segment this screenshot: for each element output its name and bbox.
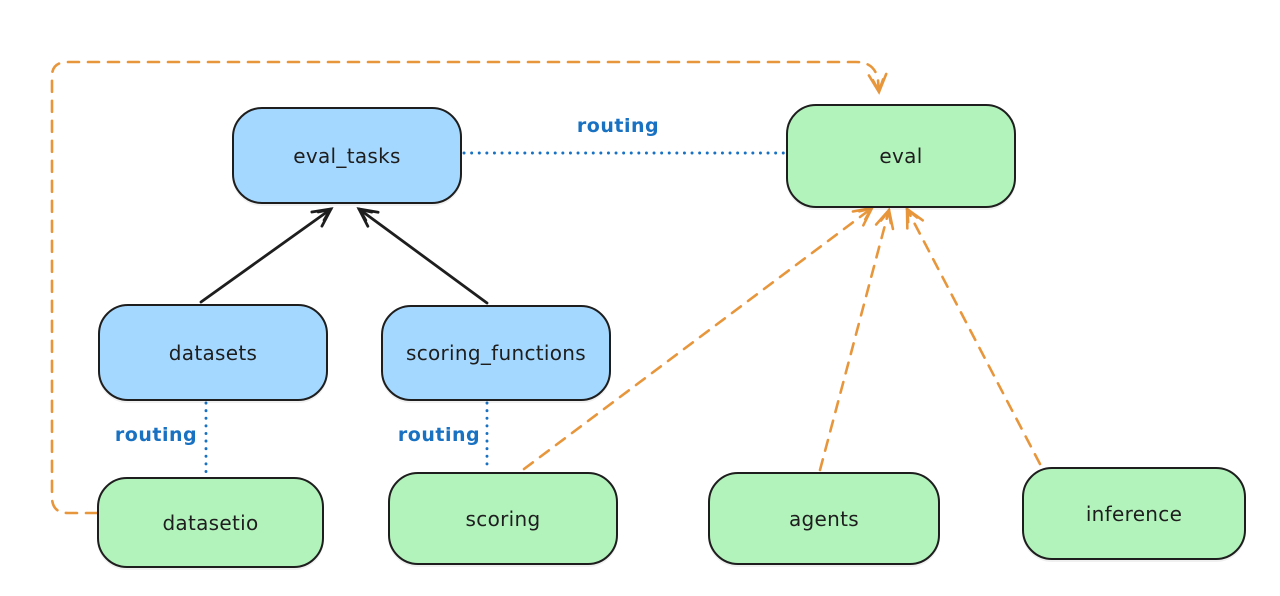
node-agents-label: agents: [789, 506, 859, 531]
node-eval-tasks: eval_tasks: [232, 107, 462, 204]
node-scoring: scoring: [388, 472, 618, 565]
node-inference-label: inference: [1085, 501, 1183, 526]
node-datasetio: datasetio: [97, 477, 324, 568]
node-eval: eval: [786, 104, 1016, 208]
node-inference: inference: [1022, 467, 1246, 560]
routing-label-scoring-functions-scoring: routing: [397, 424, 481, 446]
edge-agents-to-eval: [818, 207, 895, 472]
node-eval-tasks-label: eval_tasks: [293, 143, 401, 168]
node-scoring-label: scoring: [465, 506, 541, 531]
node-scoring-functions: scoring_functions: [381, 305, 611, 401]
edge-scoring-to-eval: [522, 206, 875, 471]
node-datasetio-label: datasetio: [162, 510, 259, 535]
edge-scoring-functions-to-eval-tasks: [356, 207, 489, 305]
edge-datasets-to-eval-tasks: [199, 207, 334, 304]
node-datasets: datasets: [98, 304, 328, 401]
edge-inference-to-eval: [905, 206, 1042, 466]
node-scoring-functions-label: scoring_functions: [405, 341, 587, 365]
routing-label-eval-tasks-eval: routing: [576, 115, 660, 137]
edge-datasetio-to-eval: [50, 60, 888, 515]
node-eval-label: eval: [879, 144, 923, 168]
routing-label-datasets-datasetio: routing: [114, 424, 198, 446]
node-datasets-label: datasets: [168, 340, 258, 365]
node-agents: agents: [708, 472, 940, 565]
